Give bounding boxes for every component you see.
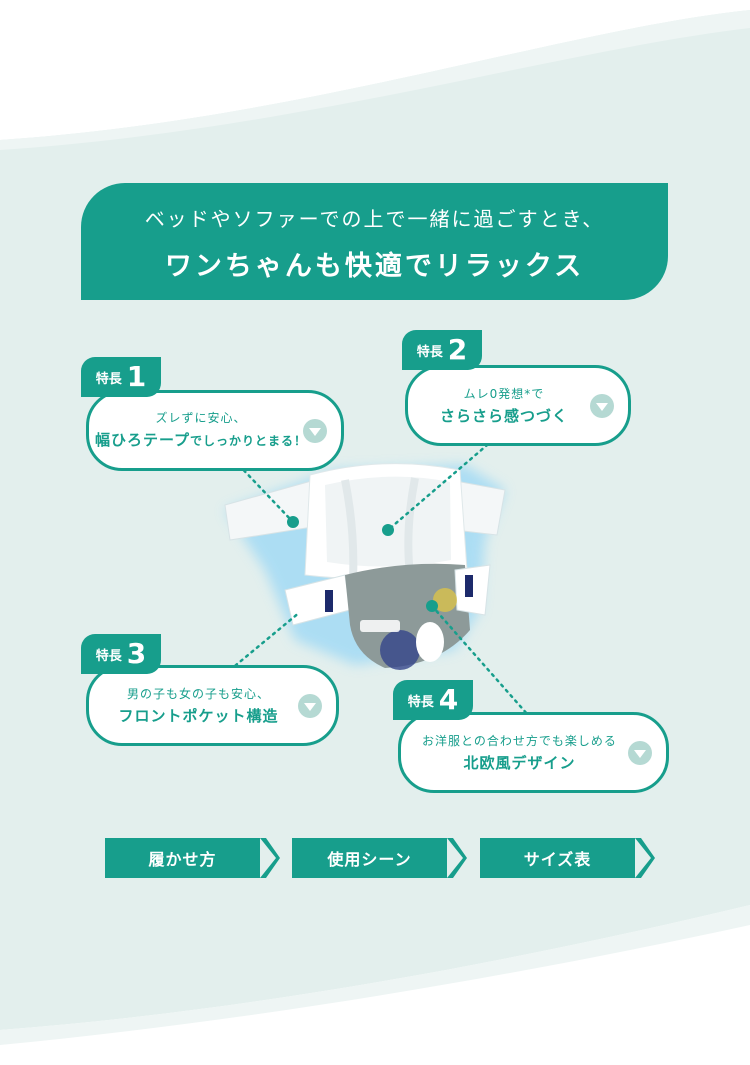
feature-badge-number: 4	[438, 683, 459, 716]
chevron-down-icon[interactable]	[298, 693, 322, 718]
feature-badge-number: 3	[126, 637, 147, 670]
feature-main-strong: 北欧風デザイン	[463, 753, 576, 772]
feature-badge-label: 特長	[95, 648, 122, 664]
feature-sub-text: ズレずに安心、	[155, 411, 247, 425]
feature-2-card[interactable]: ムレ0発想*で さらさら感つづく	[405, 365, 631, 446]
nav-button-label: 履かせ方	[105, 838, 260, 878]
feature-main-small: でしっかりとまる！	[190, 434, 308, 448]
feature-badge-number: 2	[447, 333, 468, 366]
feature-main-text: 幅ひろテープでしっかりとまる！	[95, 429, 307, 452]
feature-sub-text: お洋服との合わせ方でも楽しめる	[422, 733, 617, 748]
feature-3-badge: 特長 3	[81, 634, 161, 674]
feature-sub-text: 男の子も女の子も安心、	[126, 686, 270, 701]
feature-4-card[interactable]: お洋服との合わせ方でも楽しめる 北欧風デザイン	[398, 712, 669, 793]
chevron-right-icon	[635, 838, 655, 878]
chevron-right-icon	[260, 838, 280, 878]
nav-button-how-to-wear[interactable]: 履かせ方	[105, 838, 280, 878]
feature-main-text: さらさら感つづく	[440, 405, 568, 427]
feature-4-badge: 特長 4	[393, 680, 473, 720]
feature-main-text: フロントポケット構造	[118, 705, 278, 727]
feature-1-badge: 特長 1	[81, 357, 161, 397]
nav-button-size-chart[interactable]: サイズ表	[480, 838, 655, 878]
chevron-down-icon[interactable]	[303, 418, 327, 443]
feature-2-badge: 特長 2	[402, 330, 482, 370]
nav-button-label: サイズ表	[480, 838, 635, 878]
chevron-down-icon[interactable]	[590, 393, 614, 418]
feature-main-strong: さらさら感つづく	[439, 406, 568, 425]
feature-badge-number: 1	[126, 360, 147, 393]
nav-button-usage-scenes[interactable]: 使用シーン	[292, 838, 467, 878]
chevron-down-icon[interactable]	[628, 740, 652, 765]
feature-badge-label: 特長	[407, 694, 434, 710]
feature-main-strong: 幅ひろテープ	[94, 431, 191, 449]
nav-button-label: 使用シーン	[292, 838, 447, 878]
diaper-image	[224, 463, 506, 670]
feature-badge-label: 特長	[416, 344, 443, 360]
headline-line1: ベッドやソファーでの上で一緒に過ごすとき、	[144, 207, 605, 231]
headline-banner: ベッドやソファーでの上で一緒に過ごすとき、 ワンちゃんも快適でリラックス	[81, 183, 668, 300]
chevron-right-icon	[447, 838, 467, 878]
feature-1-card[interactable]: ズレずに安心、 幅ひろテープでしっかりとまる！	[86, 390, 344, 471]
headline-line2: ワンちゃんも快適でリラックス	[164, 251, 585, 282]
feature-sub-text: ムレ0発想*で	[463, 386, 545, 401]
feature-main-strong: フロントポケット構造	[118, 706, 279, 725]
feature-main-text: 北欧風デザイン	[463, 752, 575, 774]
feature-badge-label: 特長	[95, 371, 122, 387]
feature-3-card[interactable]: 男の子も女の子も安心、 フロントポケット構造	[86, 665, 339, 746]
